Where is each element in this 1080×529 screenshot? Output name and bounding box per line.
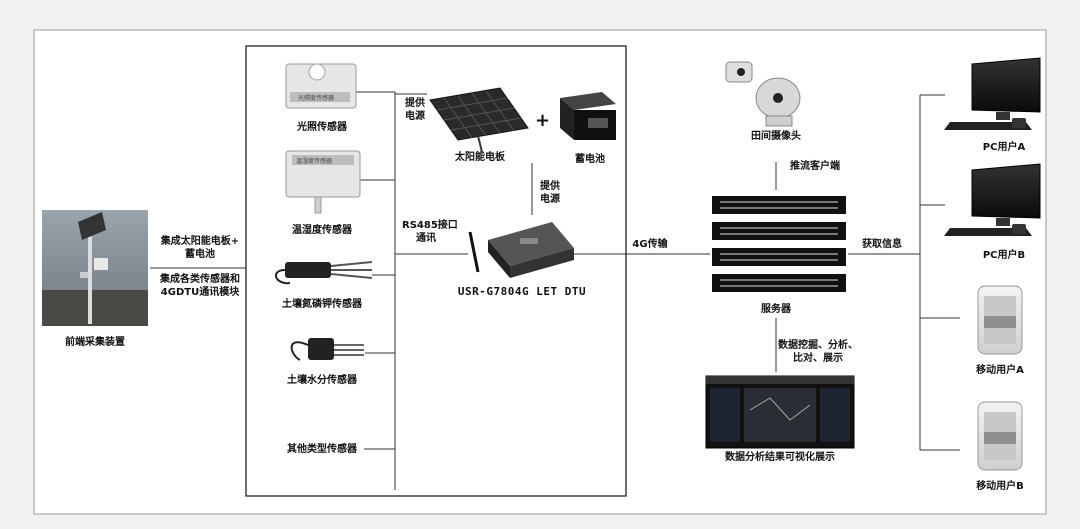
link-power-line-1: 集成太阳能电板+: [160, 236, 240, 247]
power-supply-mid-line-1: 提供: [540, 181, 560, 192]
link-power-line-2: 蓄电池: [185, 249, 215, 260]
mobile-a-label: 移动用户A: [976, 365, 1024, 376]
server-rack-image: [712, 196, 846, 292]
soil-npk-sensor-image: [275, 261, 373, 285]
dtu-name-label: USR-G7804G LET DTU: [457, 285, 587, 298]
camera-label: 田间摄像头: [751, 131, 801, 142]
mobile-a-image: [977, 285, 1023, 355]
analysis-line-2: 比对、展示: [793, 353, 843, 364]
temp-humidity-sensor-image: [285, 150, 361, 214]
front-device-image: [42, 210, 148, 326]
outer-frame: [33, 29, 1047, 515]
server-label: 服务器: [761, 304, 791, 315]
other-sensor-label: 其他类型传感器: [287, 444, 357, 455]
mobile-b-image: [977, 401, 1023, 471]
field-camera-image: [725, 61, 801, 127]
temp-humidity-device-text: 温湿度传感器: [296, 157, 332, 165]
light-sensor-label: 光照传感器: [297, 122, 347, 133]
mobile-b-label: 移动用户B: [976, 481, 1024, 492]
connection-lines: [150, 91, 960, 490]
soil-npk-sensor-label: 土壤氮磷钾传感器: [282, 299, 362, 310]
power-supply-top-line-2: 电源: [405, 111, 425, 122]
pc-b-image: [944, 163, 1041, 236]
battery-image: [560, 92, 616, 140]
pc-a-label: PC用户A: [982, 142, 1026, 153]
display-label: 数据分析结果可视化展示: [725, 452, 835, 463]
rs485-line-2: 通讯: [416, 233, 436, 244]
light-sensor-device-text: 光照度传感器: [298, 94, 334, 102]
dashboard-image: [705, 375, 855, 449]
network-link-label: 4G传输: [632, 239, 668, 250]
power-supply-top-line-1: 提供: [405, 98, 425, 109]
link-sensors-line-1: 集成各类传感器和: [160, 274, 240, 285]
pc-b-label: PC用户B: [982, 250, 1026, 261]
soil-moisture-sensor-image: [290, 338, 364, 361]
link-sensors-line-2: 4GDTU通讯模块: [160, 287, 240, 298]
soil-moisture-sensor-label: 土壤水分传感器: [287, 375, 357, 386]
dtu-device-image: [468, 222, 574, 278]
analysis-line-1: 数据挖掘、分析、: [778, 340, 858, 351]
solar-panel-image: [429, 87, 529, 153]
light-sensor-image: [285, 63, 357, 109]
plus-sign: +: [535, 110, 551, 131]
get-info-label: 获取信息: [862, 239, 902, 250]
power-supply-mid-line-2: 电源: [540, 194, 560, 205]
rs485-line-1: RS485接口: [402, 220, 458, 231]
sensor-group-box: [245, 45, 627, 497]
push-client-label: 推流客户端: [790, 161, 840, 172]
front-device-label: 前端采集装置: [65, 337, 125, 348]
solar-panel-label: 太阳能电板: [455, 152, 505, 163]
battery-label: 蓄电池: [575, 154, 605, 165]
pc-a-image: [944, 57, 1041, 130]
temp-humidity-sensor-label: 温湿度传感器: [292, 225, 352, 236]
